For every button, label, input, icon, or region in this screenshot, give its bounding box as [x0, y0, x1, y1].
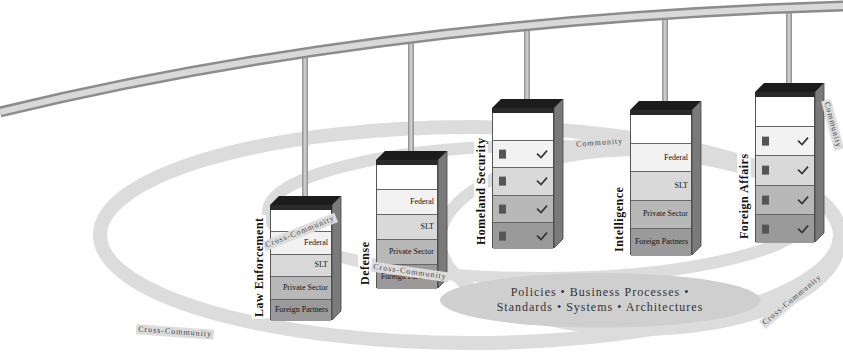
tier-label: Foreign Partners: [635, 237, 688, 247]
pole: [786, 8, 792, 84]
tier-label: Private Sector: [389, 247, 434, 257]
tower-heading: Intelligence: [612, 185, 626, 254]
tower-heading: Foreign Affairs: [737, 151, 751, 241]
top-arc: [0, 6, 843, 112]
tier-icons: [493, 168, 553, 195]
community-tower: Foreign Affairs: [755, 92, 815, 242]
tier-label: Federal: [304, 238, 328, 248]
tier-band: [756, 214, 814, 243]
tier-band: Federal: [631, 143, 691, 171]
tier-band: Private Sector: [631, 200, 691, 228]
pole: [408, 38, 414, 152]
tier-band: SLT: [631, 171, 691, 199]
tier-band: Private Sector: [377, 239, 437, 264]
tier-label: SLT: [315, 260, 329, 270]
tier-band: [493, 140, 553, 167]
tier-band: [756, 155, 814, 184]
tower-heading: Defense: [358, 240, 372, 287]
foundation-oval: Policies • Business Processes • Standard…: [439, 272, 762, 329]
tower-heading: Law Enforcement: [252, 215, 266, 319]
tier-band: Federal: [377, 189, 437, 214]
tier-band: [756, 185, 814, 214]
tier-label: Private Sector: [643, 209, 688, 219]
band-label: Community: [822, 99, 843, 151]
top-arc-highlight: [0, 6, 843, 112]
tier-band: Foreign Partners: [271, 299, 331, 322]
community-bands: [100, 127, 840, 343]
tier-icons: [756, 215, 814, 244]
foundation-text: Policies • Business Processes • Standard…: [493, 285, 708, 315]
tower-heading: Homeland Security: [474, 136, 488, 248]
band-label: Cross-Community: [759, 271, 825, 329]
tier-icons: [756, 127, 814, 156]
band-label: Cross-Community: [136, 324, 215, 339]
tier-icons: [493, 196, 553, 223]
pole: [302, 53, 308, 197]
community-tower: Homeland Security: [492, 108, 554, 248]
tier-icons: [756, 186, 814, 215]
tier-label: Foreign Partners: [275, 305, 328, 315]
tier-band: [493, 222, 553, 249]
tier-label: SLT: [421, 222, 435, 232]
tier-icons: [756, 156, 814, 185]
tier-icons: [493, 141, 553, 168]
tier-band: [493, 167, 553, 194]
tier-label: Federal: [664, 153, 688, 163]
band-label: Community: [574, 136, 626, 150]
tier-icons: [493, 223, 553, 250]
tier-band: SLT: [271, 254, 331, 277]
tier-band: SLT: [377, 214, 437, 239]
community-tower: IntelligenceFederalSLTPrivate SectorFore…: [630, 110, 692, 255]
tier-label: SLT: [675, 181, 689, 191]
tier-band: Private Sector: [271, 276, 331, 299]
tier-label: Private Sector: [283, 283, 328, 293]
tier-band: Foreign Partners: [631, 228, 691, 256]
pole: [524, 26, 530, 100]
tier-label: Federal: [410, 197, 434, 207]
tier-band: [756, 126, 814, 155]
pole: [662, 14, 668, 102]
tier-band: [493, 195, 553, 222]
